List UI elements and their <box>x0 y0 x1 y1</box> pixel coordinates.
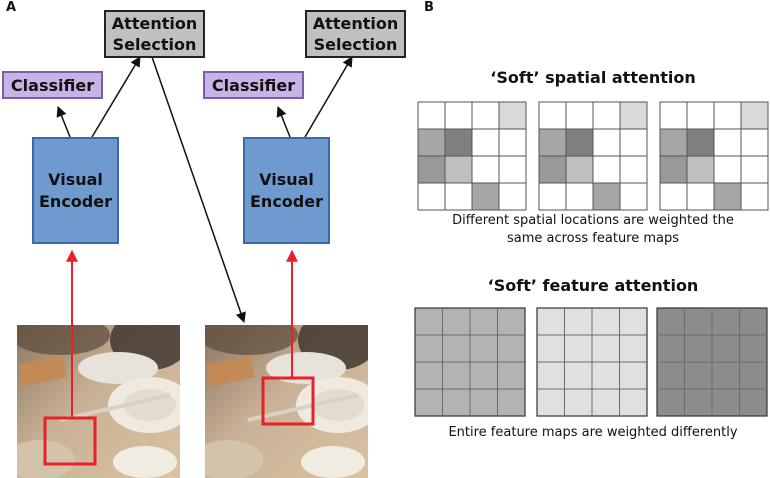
spatial-cell <box>444 128 473 157</box>
spatial-cell <box>444 155 473 184</box>
photo-right <box>205 325 368 478</box>
spatial-cell <box>417 155 446 184</box>
spatial-cell <box>498 128 527 157</box>
feature-map-2 <box>536 307 648 417</box>
attention-line1: Attention <box>111 14 198 33</box>
spatial-grid-3 <box>659 101 769 211</box>
spatial-grid-1 <box>417 101 527 211</box>
spatial-cell <box>686 128 715 157</box>
spatial-caption-line2: same across feature maps <box>506 231 680 246</box>
spatial-cell <box>686 101 715 130</box>
spatial-attention-title: ‘Soft’ spatial attention <box>490 68 696 87</box>
spatial-cell <box>713 155 742 184</box>
attention-line2: Selection <box>313 35 398 54</box>
spatial-cell <box>659 128 688 157</box>
attention-window-right <box>261 376 315 426</box>
spatial-cell <box>686 182 715 211</box>
attention-line2: Selection <box>112 35 197 54</box>
arrow-encoder-to-attention-right <box>304 56 353 138</box>
spatial-cell <box>619 155 648 184</box>
spatial-cell <box>471 155 500 184</box>
arrow-attention-to-next-image <box>151 56 246 323</box>
spatial-cell <box>659 101 688 130</box>
spatial-cell <box>417 128 446 157</box>
spatial-cell <box>498 155 527 184</box>
spatial-grid-2 <box>538 101 648 211</box>
spatial-cell <box>538 155 567 184</box>
spatial-cell <box>659 182 688 211</box>
feature-attention-title: ‘Soft’ feature attention <box>487 276 699 295</box>
spatial-cell <box>592 101 621 130</box>
spatial-cell <box>740 155 769 184</box>
spatial-cell <box>686 155 715 184</box>
spatial-cell <box>471 101 500 130</box>
spatial-cell <box>444 101 473 130</box>
spatial-cell <box>471 128 500 157</box>
spatial-cell <box>565 101 594 130</box>
attention-line1: Attention <box>312 14 399 33</box>
spatial-cell <box>538 101 567 130</box>
classifier-box-left: Classifier <box>2 71 103 99</box>
feature-map-1 <box>414 307 526 417</box>
classifier-box-right: Classifier <box>203 71 304 99</box>
arrow-encoder-to-classifier-left <box>56 106 71 138</box>
spatial-cell <box>740 182 769 211</box>
feature-attention-caption: Entire feature maps are weighted differe… <box>448 425 738 440</box>
spatial-cell <box>538 182 567 211</box>
panel-label-b: B <box>424 0 434 15</box>
spatial-cell <box>619 101 648 130</box>
attention-selection-box-right: Attention Selection <box>305 10 406 58</box>
spatial-cell <box>565 182 594 211</box>
spatial-cell <box>740 128 769 157</box>
spatial-cell <box>740 101 769 130</box>
spatial-cell <box>565 128 594 157</box>
spatial-cell <box>713 101 742 130</box>
spatial-caption-line1: Different spatial locations are weighted… <box>452 213 734 228</box>
spatial-cell <box>565 155 594 184</box>
panel-label-a: A <box>6 0 17 15</box>
spatial-cell <box>471 182 500 211</box>
spatial-cell <box>592 128 621 157</box>
spatial-cell <box>417 101 446 130</box>
spatial-cell <box>713 182 742 211</box>
visual-encoder-box-right: Visual Encoder <box>243 137 330 244</box>
encoder-line2: Encoder <box>39 191 112 211</box>
arrow-encoder-to-attention-left <box>91 56 141 138</box>
spatial-cell <box>498 182 527 211</box>
spatial-cell <box>659 155 688 184</box>
spatial-cell <box>619 182 648 211</box>
feature-map-3 <box>656 307 768 417</box>
spatial-cell <box>592 182 621 211</box>
visual-encoder-box-left: Visual Encoder <box>32 137 119 244</box>
spatial-cell <box>713 128 742 157</box>
spatial-cell <box>417 182 446 211</box>
encoder-line2: Encoder <box>250 191 323 211</box>
encoder-line1: Visual <box>259 169 314 189</box>
arrow-encoder-to-classifier-right <box>276 106 291 138</box>
spatial-attention-caption: Different spatial locations are weighted… <box>418 212 768 248</box>
feature-attention-maps <box>414 307 768 417</box>
encoder-line1: Visual <box>48 169 103 189</box>
attention-window-left <box>43 416 97 466</box>
attention-selection-box-left: Attention Selection <box>104 10 205 58</box>
photo-left <box>17 325 180 478</box>
spatial-cell <box>538 128 567 157</box>
spatial-cell <box>498 101 527 130</box>
spatial-cell <box>444 182 473 211</box>
spatial-cell <box>619 128 648 157</box>
spatial-cell <box>592 155 621 184</box>
spatial-attention-grids <box>417 101 769 211</box>
